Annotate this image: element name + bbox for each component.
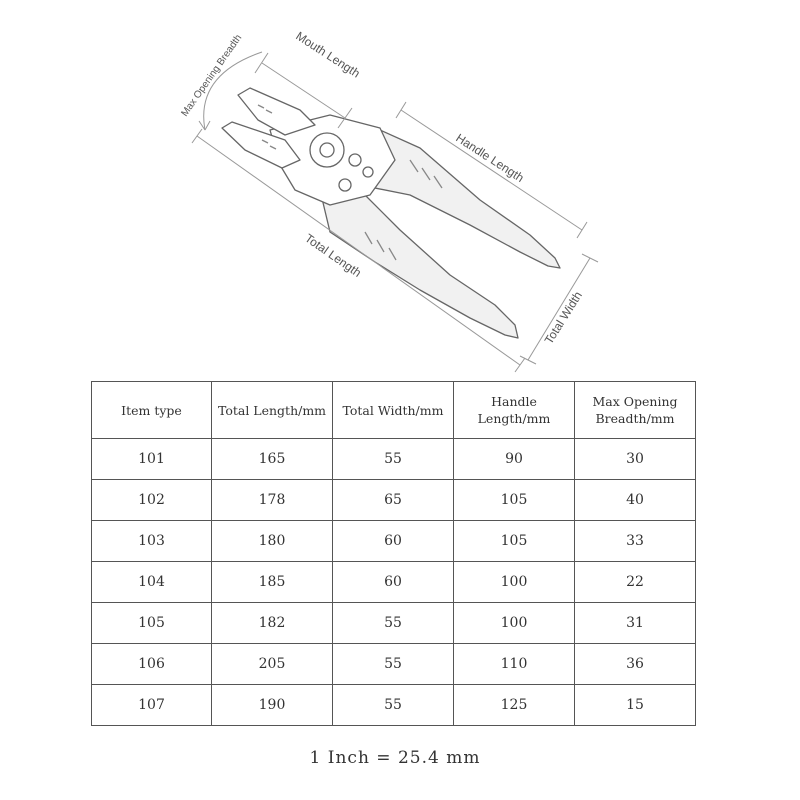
cell-handle-length: 100: [453, 602, 575, 644]
cell-max-opening-breadth: 30: [574, 438, 696, 480]
table-row: 102 178 65 105 40: [91, 479, 696, 521]
pivot-gear: [309, 132, 345, 168]
cell-total-length: 165: [211, 438, 333, 480]
cell-max-opening-breadth: 33: [574, 520, 696, 562]
upper-jaw: [237, 87, 316, 136]
cell-item-type: 101: [91, 438, 212, 480]
cell-total-width: 55: [332, 643, 454, 685]
table-row: 106 205 55 110 36: [91, 643, 696, 685]
header-max-opening-line1: Max Opening: [592, 394, 678, 409]
tool-dimension-diagram: Max Opening Breadth Mouth Length Handle …: [179, 29, 599, 373]
cell-total-width: 55: [332, 438, 454, 480]
cell-item-type: 102: [91, 479, 212, 521]
cell-max-opening-breadth: 22: [574, 561, 696, 603]
table-row: 101 165 55 90 30: [91, 438, 696, 480]
cell-item-type: 105: [91, 602, 212, 644]
total-length-line: [196, 135, 521, 366]
table-row: 103 180 60 105 33: [91, 520, 696, 562]
table-row: 105 182 55 100 31: [91, 602, 696, 644]
cell-handle-length: 110: [453, 643, 575, 685]
table-header-row: Item type Total Length/mm Total Width/mm…: [91, 381, 696, 439]
handle-length-line: [400, 109, 583, 231]
cell-handle-length: 105: [453, 520, 575, 562]
cell-item-type: 106: [91, 643, 212, 685]
specification-table: Item type Total Length/mm Total Width/mm…: [91, 381, 696, 726]
header-total-width: Total Width/mm: [332, 381, 454, 439]
cell-max-opening-breadth: 31: [574, 602, 696, 644]
cell-total-length: 182: [211, 602, 333, 644]
lower-jaw: [221, 121, 301, 169]
cell-total-length: 190: [211, 684, 333, 726]
handle-length-label: Handle Length: [453, 131, 526, 185]
cell-handle-length: 100: [453, 561, 575, 603]
cell-total-width: 55: [332, 602, 454, 644]
cell-total-length: 178: [211, 479, 333, 521]
mouth-length-line: [261, 62, 346, 119]
cell-max-opening-breadth: 36: [574, 643, 696, 685]
cell-max-opening-breadth: 40: [574, 479, 696, 521]
cell-total-length: 205: [211, 643, 333, 685]
header-max-opening-breadth: Max Opening Breadth/mm: [574, 381, 696, 439]
cell-total-width: 60: [332, 561, 454, 603]
cell-item-type: 104: [91, 561, 212, 603]
max-opening-breadth-label: Max Opening Breadth: [179, 33, 244, 119]
total-width-line: [527, 257, 591, 361]
header-max-opening-line2: Breadth/mm: [595, 411, 675, 426]
header-item-type: Item type: [91, 381, 212, 439]
cell-total-width: 60: [332, 520, 454, 562]
mouth-length-label: Mouth Length: [293, 29, 362, 81]
cell-item-type: 103: [91, 520, 212, 562]
cell-item-type: 107: [91, 684, 212, 726]
max-opening-breadth-arc: [203, 51, 263, 131]
cell-total-length: 180: [211, 520, 333, 562]
header-total-length: Total Length/mm: [211, 381, 333, 439]
header-handle-length: Handle Length/mm: [453, 381, 575, 439]
cell-total-width: 55: [332, 684, 454, 726]
total-width-label: Total Width: [542, 289, 585, 347]
cell-total-length: 185: [211, 561, 333, 603]
cell-handle-length: 125: [453, 684, 575, 726]
cell-max-opening-breadth: 15: [574, 684, 696, 726]
unit-conversion-note: 1 Inch = 25.4 mm: [309, 748, 481, 768]
cell-total-width: 65: [332, 479, 454, 521]
cell-handle-length: 90: [453, 438, 575, 480]
cell-handle-length: 105: [453, 479, 575, 521]
table-row: 107 190 55 125 15: [91, 684, 696, 726]
table-row: 104 185 60 100 22: [91, 561, 696, 603]
